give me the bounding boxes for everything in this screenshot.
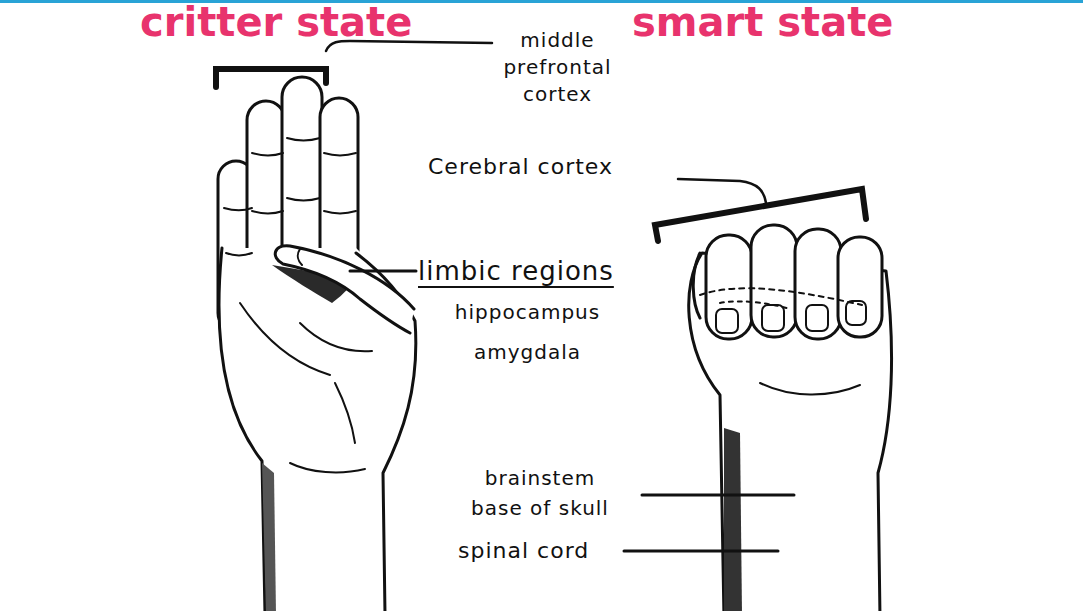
thumb-nail	[298, 249, 302, 265]
knuckle-finger	[838, 237, 882, 337]
part-label: middle prefrontal cortex	[490, 27, 625, 108]
part-label: Cerebral cortex	[428, 153, 688, 181]
open-hand	[218, 77, 416, 611]
part-label: limbic regions	[418, 255, 648, 287]
state-heading: smart state	[632, 0, 912, 47]
knuckle-finger	[795, 229, 841, 339]
hidden-thumb	[720, 301, 790, 309]
knuckle-finger	[751, 225, 797, 337]
thumb	[275, 246, 414, 333]
fingernails	[716, 301, 866, 333]
fist	[689, 225, 892, 611]
bracket	[655, 189, 866, 241]
part-label: brainstem base of skull	[465, 463, 615, 523]
thumb-edge	[693, 253, 700, 318]
part-label: hippocampus	[440, 299, 615, 325]
state-heading: critter state	[140, 0, 420, 47]
knuckle-finger	[706, 235, 752, 339]
part-label: amygdala	[440, 339, 615, 365]
palm-edge	[219, 248, 265, 611]
leader-line	[642, 494, 794, 497]
leader-line	[350, 270, 416, 273]
wrist-shadow	[262, 463, 276, 611]
bracket	[216, 69, 326, 87]
label-layer: critter state smart statemiddle prefronta…	[0, 3, 1083, 611]
leaders	[216, 41, 866, 551]
leader-line	[624, 550, 778, 553]
crease	[760, 383, 860, 395]
wrist-shadow	[724, 428, 742, 611]
leader-line	[678, 179, 766, 203]
part-label: spinal cord	[458, 537, 638, 565]
creases	[224, 138, 372, 472]
